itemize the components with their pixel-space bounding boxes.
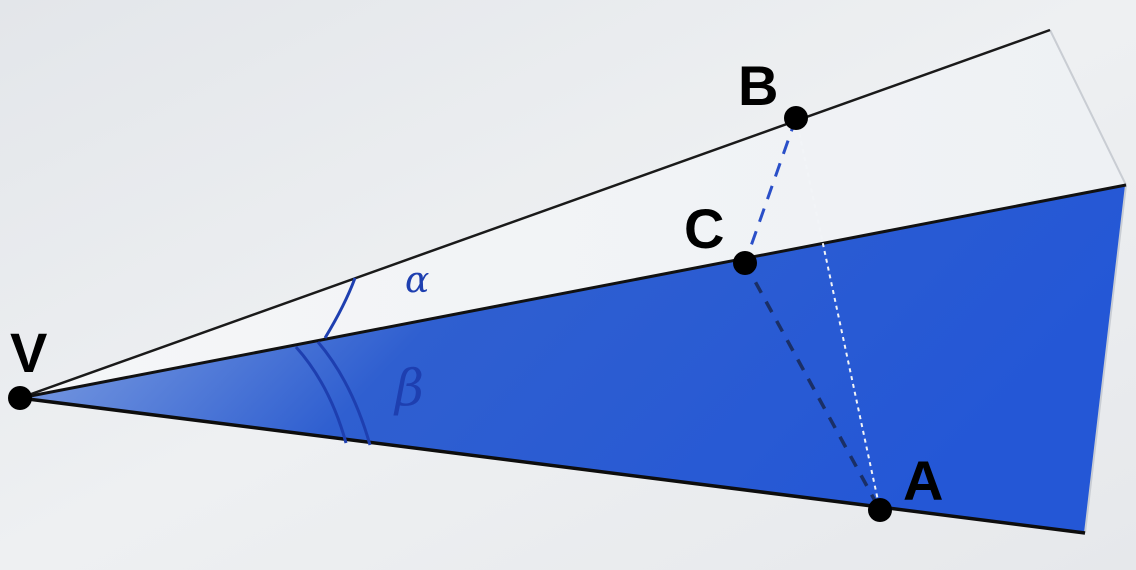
angle-beta-arc-2 bbox=[316, 341, 372, 446]
label-c: C bbox=[684, 197, 724, 260]
point-c bbox=[733, 251, 757, 275]
point-v bbox=[8, 386, 32, 410]
label-v: V bbox=[10, 321, 47, 384]
label-a: A bbox=[903, 449, 943, 512]
segment-ca bbox=[743, 262, 882, 511]
edge-vb bbox=[19, 28, 1051, 400]
angle-alpha-label: α bbox=[405, 260, 429, 301]
segment-ba bbox=[795, 117, 881, 511]
label-b: B bbox=[738, 54, 778, 117]
segment-bc bbox=[743, 117, 798, 264]
edge-va bbox=[19, 396, 1086, 535]
paper-upper-face bbox=[20, 30, 1126, 398]
crease-vc bbox=[19, 183, 1127, 400]
point-b bbox=[784, 106, 808, 130]
angle-beta-arc-1 bbox=[294, 346, 348, 444]
angle-beta-label: β bbox=[393, 359, 424, 417]
point-a bbox=[868, 498, 892, 522]
angle-alpha-arc bbox=[323, 277, 357, 339]
paper-blue-fold bbox=[20, 185, 1126, 533]
